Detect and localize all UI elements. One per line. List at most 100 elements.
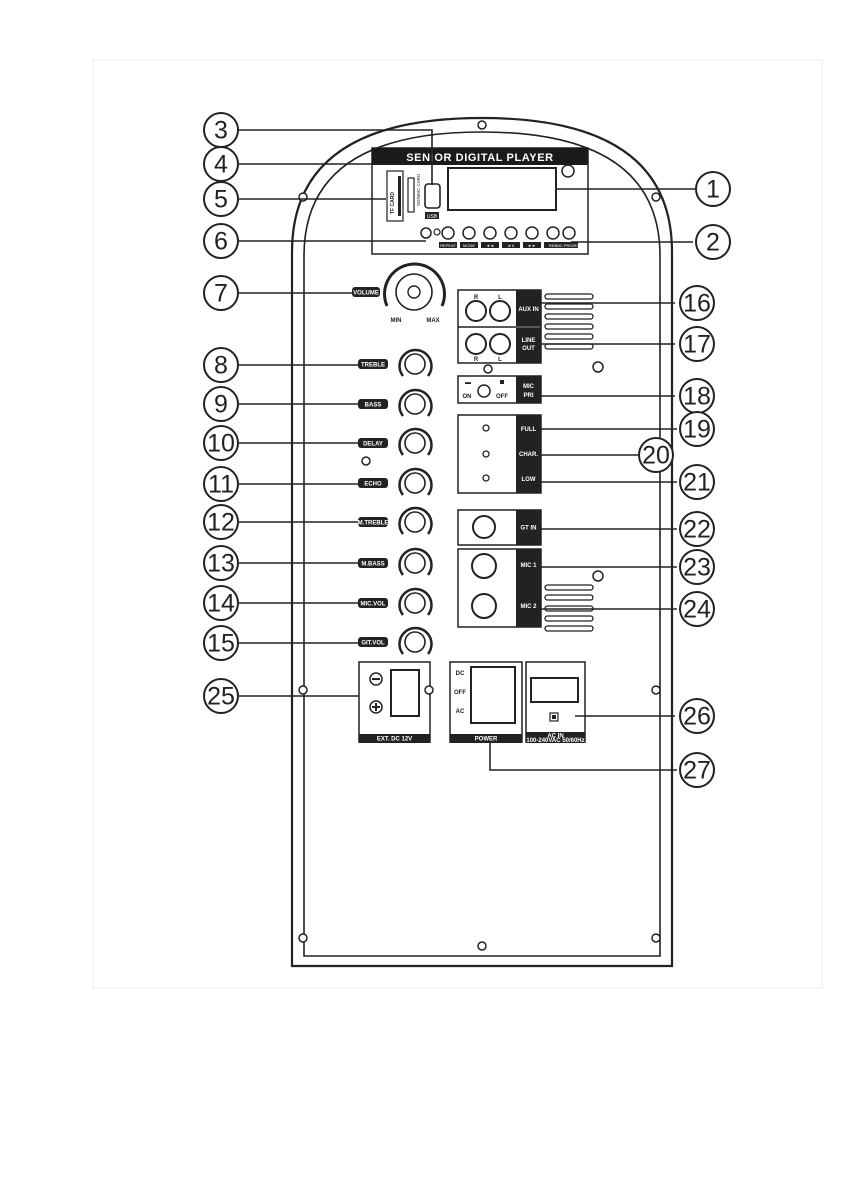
callout-7-label: 7: [214, 280, 228, 308]
mic1-input-jack[interactable]: [471, 553, 497, 579]
callout-markers: 1234567891011121314151617181920212223242…: [203, 112, 731, 788]
echo-knob-scale: [398, 467, 433, 496]
aux-in-l-jack[interactable]: [489, 300, 511, 322]
battery-low-led: [482, 474, 490, 482]
callout-1-label: 1: [706, 176, 720, 204]
callout-27-label: 27: [683, 757, 711, 785]
aux-line-panel: R L AUX IN R L LINE OUT: [457, 289, 542, 374]
knob-column: TREBLEBASSDELAYECHOM.TREBLEM.BASSMIC.VOL…: [358, 348, 433, 655]
m-bass-knob[interactable]: [404, 552, 426, 574]
guitar-input-jack[interactable]: [472, 515, 496, 539]
callout-1-circle: [695, 171, 731, 207]
callout-11-label: 11: [208, 471, 234, 499]
callout-18-label: 18: [683, 383, 711, 411]
guitar-input-panel: GT IN: [457, 509, 542, 546]
ac-in-panel: AC IN 100-240VAC 50/60Hz: [525, 661, 586, 744]
callout-3-label: 3: [214, 117, 228, 145]
delay-knob[interactable]: [404, 432, 426, 454]
echo-knob[interactable]: [404, 472, 426, 494]
callout-5-label: 5: [214, 186, 228, 214]
callout-4-label: 4: [214, 151, 228, 179]
vent-slot: [544, 313, 594, 320]
callout-17-label: 17: [683, 331, 711, 359]
power-switch-panel: POWER DC OFF AC: [449, 661, 523, 743]
vent-slot: [544, 303, 594, 310]
callout-8-label: 8: [214, 352, 228, 380]
mic-input-panel: MIC 1 MIC 2: [457, 548, 542, 628]
git-vol-label: GIT.VOL: [361, 640, 385, 646]
callout-14-circle: [203, 585, 239, 621]
callout-13-label: 13: [207, 550, 235, 578]
power-switch[interactable]: [470, 666, 516, 724]
player-button-2[interactable]: [462, 226, 476, 240]
ext-dc-socket[interactable]: [390, 669, 420, 717]
callout-15-circle: [203, 625, 239, 661]
callout-7-circle: [203, 275, 239, 311]
vent-slots-top: [544, 293, 594, 350]
callout-6-circle: [203, 223, 239, 259]
page-frame: [92, 59, 823, 989]
knob-panel-screw: [361, 456, 371, 466]
player-button-7[interactable]: [562, 226, 576, 240]
player-button-tag: [502, 242, 520, 248]
mic2-input-jack[interactable]: [471, 593, 497, 619]
treble-knob[interactable]: [404, 353, 426, 375]
callout-2-circle: [695, 224, 731, 260]
callout-15-label: 15: [207, 630, 235, 658]
player-button-4[interactable]: [504, 226, 518, 240]
player-button-1[interactable]: [441, 226, 455, 240]
mic-pri-off-label: OFF: [496, 394, 508, 400]
player-button-3[interactable]: [483, 226, 497, 240]
callout-16-label: 16: [683, 290, 711, 318]
callout-leaders: [239, 129, 696, 771]
callout-25-label: 25: [207, 683, 235, 711]
line-out-r-jack[interactable]: [465, 333, 487, 355]
callout-12-label: 12: [207, 509, 235, 537]
line-out-l-label: L: [498, 357, 502, 363]
bass-knob[interactable]: [404, 393, 426, 415]
m-treble-knob[interactable]: [404, 511, 426, 533]
callout-5-circle: [203, 181, 239, 217]
leader-3: [239, 129, 433, 185]
vent-slots-bottom: [544, 584, 594, 632]
callout-24-circle: [679, 591, 715, 627]
bass-label-tag: [358, 399, 388, 409]
volume-min-label: MIN: [391, 318, 402, 324]
mic-priority-switch: ▬ ON OFF MIC PRI: [457, 375, 542, 404]
player-button-tag: [460, 242, 478, 248]
treble-label-tag: [358, 359, 388, 369]
digital-player-module: SENIOR DIGITAL PLAYER USB SD/MMC CARD TF…: [371, 147, 589, 255]
power-label: POWER: [475, 737, 498, 743]
callout-9-circle: [203, 386, 239, 422]
aux-in-r-jack[interactable]: [465, 300, 487, 322]
battery-charge-label: CHAR.: [519, 452, 538, 458]
vent-slot: [544, 323, 594, 330]
vent-slot: [544, 293, 594, 300]
callout-21-circle: [679, 464, 715, 500]
git-vol-knob[interactable]: [404, 631, 426, 653]
vent-slot: [544, 615, 594, 622]
sd-card-label: TF CARD: [390, 192, 396, 214]
bass-knob-scale: [398, 388, 433, 417]
mic-vol-knob[interactable]: [404, 592, 426, 614]
battery-indicator: FULL CHAR. LOW: [457, 414, 542, 494]
battery-full-led: [482, 424, 490, 432]
line-out-l-jack[interactable]: [489, 333, 511, 355]
mic-pri-label-1: MIC: [523, 384, 535, 390]
player-button-6[interactable]: [546, 226, 560, 240]
guitar-input-label: GT IN: [521, 526, 537, 532]
vent-slot: [544, 594, 594, 601]
vent-slot: [544, 333, 594, 340]
mic-pri-toggle[interactable]: [477, 384, 491, 398]
player-button-5[interactable]: [525, 226, 539, 240]
svg-text:▬: ▬: [465, 380, 471, 386]
player-button-label: ►II: [508, 243, 514, 248]
callout-26-circle: [679, 698, 715, 734]
callout-21-label: 21: [683, 469, 711, 497]
callout-14-label: 14: [207, 590, 235, 618]
player-button-label: ►►: [528, 243, 536, 248]
aux-in-label: AUX IN: [518, 307, 538, 313]
